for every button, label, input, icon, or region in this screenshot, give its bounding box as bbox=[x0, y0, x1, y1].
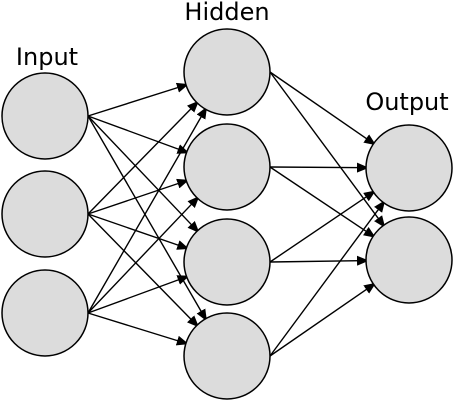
hidden-node-1 bbox=[183, 28, 271, 116]
edge-input-2-to-hidden-4 bbox=[87, 213, 200, 328]
edge-input-3-to-hidden-2 bbox=[87, 195, 200, 314]
edge-hidden-1-to-output-1 bbox=[269, 71, 377, 146]
edge-hidden-2-to-output-1 bbox=[269, 162, 370, 173]
edge-input-1-to-hidden-3 bbox=[87, 115, 200, 234]
edge-input-2-to-hidden-2 bbox=[87, 178, 190, 215]
hidden-node-3 bbox=[183, 218, 271, 306]
output-node-1 bbox=[365, 124, 453, 212]
edge-hidden-3-to-output-2 bbox=[269, 255, 370, 266]
input-node-3 bbox=[1, 269, 89, 357]
edge-hidden-4-to-output-2 bbox=[269, 282, 377, 357]
edge-hidden-4-to-output-1 bbox=[269, 200, 386, 357]
input-node-1 bbox=[1, 72, 89, 160]
edge-input-2-to-hidden-3 bbox=[87, 213, 190, 250]
edge-input-3-to-hidden-1 bbox=[87, 106, 208, 314]
edge-hidden-2-to-output-2 bbox=[269, 166, 376, 238]
edge-input-1-to-hidden-2 bbox=[87, 115, 190, 154]
edge-input-1-to-hidden-1 bbox=[87, 82, 189, 117]
hidden-node-2 bbox=[183, 123, 271, 211]
layer-label-input: Input bbox=[16, 43, 78, 71]
neurons bbox=[1, 28, 453, 400]
edge-hidden-3-to-output-1 bbox=[269, 190, 376, 263]
hidden-node-4 bbox=[183, 312, 271, 400]
edge-input-3-to-hidden-3 bbox=[87, 275, 190, 314]
edge-input-3-to-hidden-4 bbox=[87, 312, 189, 346]
connections bbox=[87, 71, 386, 357]
layer-label-output: Output bbox=[365, 88, 448, 116]
input-node-2 bbox=[1, 170, 89, 258]
edge-input-2-to-hidden-1 bbox=[87, 100, 200, 215]
edge-input-1-to-hidden-4 bbox=[87, 115, 208, 322]
output-node-2 bbox=[365, 216, 453, 304]
layer-label-hidden: Hidden bbox=[184, 0, 269, 26]
